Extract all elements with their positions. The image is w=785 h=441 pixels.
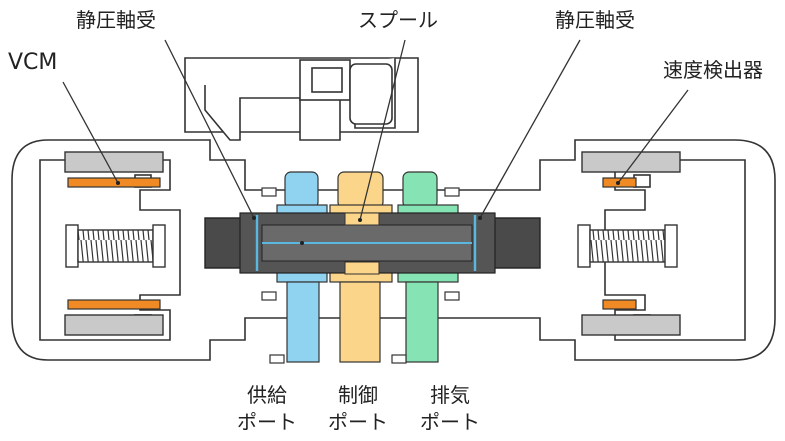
vcm-left — [64, 151, 164, 336]
bearing-left-label: 静圧軸受 — [76, 8, 156, 32]
exhaust-port-label: 排気 ポート — [420, 382, 480, 436]
bearing-right-label: 静圧軸受 — [555, 8, 635, 32]
control-port-line2: ポート — [328, 410, 388, 434]
spring-right — [577, 224, 678, 268]
seals — [261, 187, 460, 364]
speed-detector-label: 速度検出器 — [663, 58, 763, 82]
leader-dots — [116, 181, 620, 222]
supply-port-label: 供給 ポート — [237, 382, 297, 436]
spool — [204, 212, 541, 275]
vcm-label: VCM — [8, 50, 58, 75]
control-port-label: 制御 ポート — [328, 382, 388, 436]
supply-port-line2: ポート — [237, 410, 297, 434]
spring-left — [65, 224, 166, 268]
spool-label: スプール — [358, 8, 438, 32]
control-port-line1: 制御 — [338, 383, 378, 407]
supply-port-line1: 供給 — [247, 383, 287, 407]
leader-lines — [62, 39, 689, 221]
exhaust-port-line2: ポート — [420, 410, 480, 434]
connector — [184, 57, 419, 141]
exhaust-port-line1: 排気 — [430, 383, 470, 407]
